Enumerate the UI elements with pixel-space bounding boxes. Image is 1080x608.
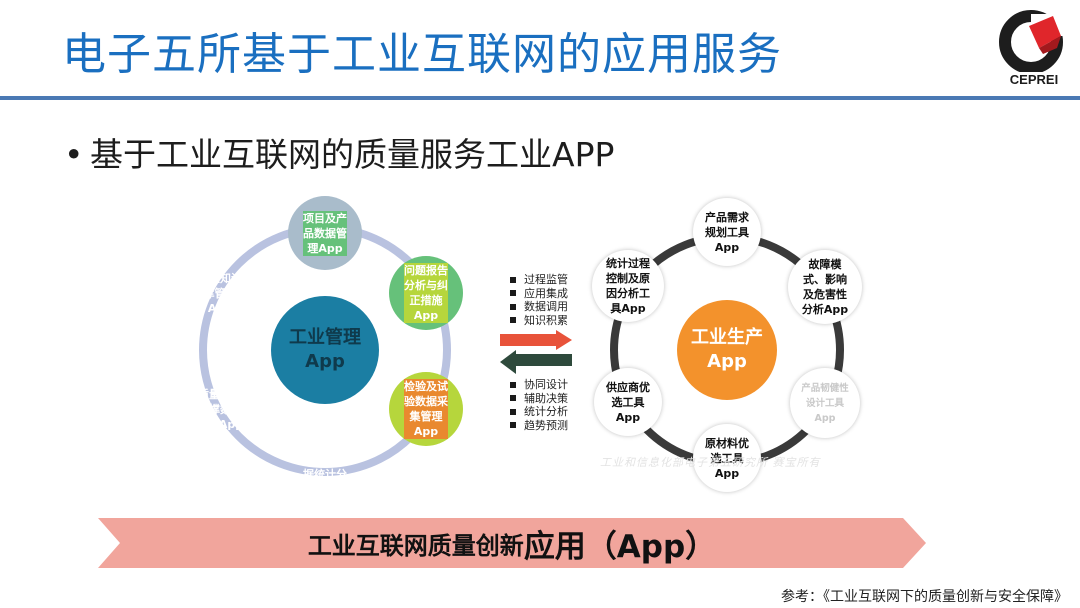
legend-item: 统计分析: [510, 405, 568, 419]
right-node-label: 统计过程 控制及原 因分析工 具App: [606, 257, 650, 315]
legend-item: 辅助决策: [510, 392, 568, 406]
right-node-material-selection: 原材料优 选工具 App: [693, 424, 761, 492]
legend-item: 趋势预测: [510, 419, 568, 433]
legend-item-label: 应用集成: [524, 286, 568, 300]
banner-text-primary: 工业互联网质量创新: [307, 531, 524, 560]
right-node-robust-design: 产品韧健性 设计工具 App: [790, 368, 860, 438]
left-node-process-monitor: 过程监控 及质量数 据统计分 析App: [288, 430, 362, 504]
legend-item: 过程监管: [510, 273, 568, 287]
watermark-text: 工业和信息化部电子第五研究所 赛宝所有: [600, 456, 821, 469]
right-node-fmeca: 故障模 式、影响 及危害性 分析App: [788, 250, 862, 324]
right-cycle-center: 工业生产 App: [677, 300, 777, 400]
square-bullet-icon: [510, 381, 516, 388]
legend-item-label: 数据调用: [524, 300, 568, 313]
legend-item-label: 知识积累: [524, 313, 568, 327]
right-node-label: 故障模 式、影响 及危害性 分析App: [801, 258, 849, 316]
right-center-label: 工业生产 App: [691, 327, 763, 372]
header-divider: [0, 96, 1080, 100]
legend-item-label: 辅助决策: [524, 391, 568, 405]
legend-item-label: 过程监管: [524, 273, 568, 286]
left-node-inspection-data: 检验及试 验数据采 集管理 App: [389, 372, 463, 446]
logo-mark-icon: [999, 10, 1073, 74]
left-cycle-center: 工业管理 App: [271, 296, 379, 404]
top-legend-list: 过程监管 应用集成 数据调用 知识积累: [510, 273, 568, 327]
bottom-legend-list: 协同设计 辅助决策 统计分析 趋势预测: [510, 378, 568, 432]
legend-item-label: 趋势预测: [524, 418, 568, 432]
square-bullet-icon: [510, 408, 516, 415]
cepri-logo: CEPREI: [995, 8, 1073, 92]
square-bullet-icon: [510, 303, 516, 310]
banner-text-emphasis: 应用（App）: [523, 528, 717, 565]
square-bullet-icon: [510, 317, 516, 324]
square-bullet-icon: [510, 290, 516, 297]
left-arrow-icon: [500, 350, 572, 374]
right-arrow-icon: [500, 330, 572, 350]
left-node-project-data: 项目及产 品数据管 理App: [288, 196, 362, 270]
right-node-label: 原材料优 选工具 App: [705, 436, 749, 480]
square-bullet-icon: [510, 276, 516, 283]
legend-item: 数据调用: [510, 300, 568, 314]
legend-item: 应用集成: [510, 287, 568, 301]
right-node-label: 供应商优 选工具 App: [606, 380, 650, 424]
left-node-problem-report: 问题报告 分析与纠 正措施 App: [389, 256, 463, 330]
banner-text: 工业互联网质量创新应用（App）: [98, 518, 926, 568]
right-node-label: 产品韧健性 设计工具 App: [801, 382, 849, 424]
left-node-label: 项目及产 品数据管 理App: [303, 210, 347, 256]
right-node-label: 产品需求 规划工具 App: [705, 210, 749, 254]
legend-item: 知识积累: [510, 314, 568, 328]
right-node-supplier-selection: 供应商优 选工具 App: [594, 368, 662, 436]
logo-text: CEPREI: [1009, 72, 1059, 87]
legend-item-label: 统计分析: [524, 405, 568, 418]
legend-item-label: 协同设计: [524, 378, 568, 391]
right-node-spc: 统计过程 控制及原 因分析工 具App: [592, 250, 664, 322]
left-center-label: 工业管理 App: [289, 327, 361, 372]
page-title: 电子五所基于工业互联网的应用服务: [62, 29, 782, 80]
exchange-arrows: [498, 330, 574, 374]
left-node-knowledge-base: 经验知识 库管理 App: [183, 256, 257, 330]
left-node-label: 质量体系 支撑数据 管理App: [196, 387, 244, 431]
square-bullet-icon: [510, 395, 516, 402]
left-node-label: 经验知识 库管理 App: [198, 271, 242, 315]
bullet-point: •基于工业互联网的质量服务工业APP: [64, 128, 614, 176]
banner-arrow-shape: [98, 518, 926, 568]
left-node-label: 过程监控 及质量数 据统计分 析App: [303, 438, 347, 496]
left-node-label: 问题报告 分析与纠 正措施 App: [404, 263, 448, 323]
left-node-label: 检验及试 验数据采 集管理 App: [404, 379, 448, 439]
legend-item: 协同设计: [510, 378, 568, 392]
left-node-quality-system: 质量体系 支撑数据 管理App: [183, 372, 257, 446]
bullet-text: 基于工业互联网的质量服务工业APP: [90, 135, 615, 174]
reference-note: 参考：《工业互联网下的质量创新与安全保障》: [781, 589, 1068, 605]
square-bullet-icon: [510, 422, 516, 429]
right-node-demand-planning: 产品需求 规划工具 App: [693, 198, 761, 266]
